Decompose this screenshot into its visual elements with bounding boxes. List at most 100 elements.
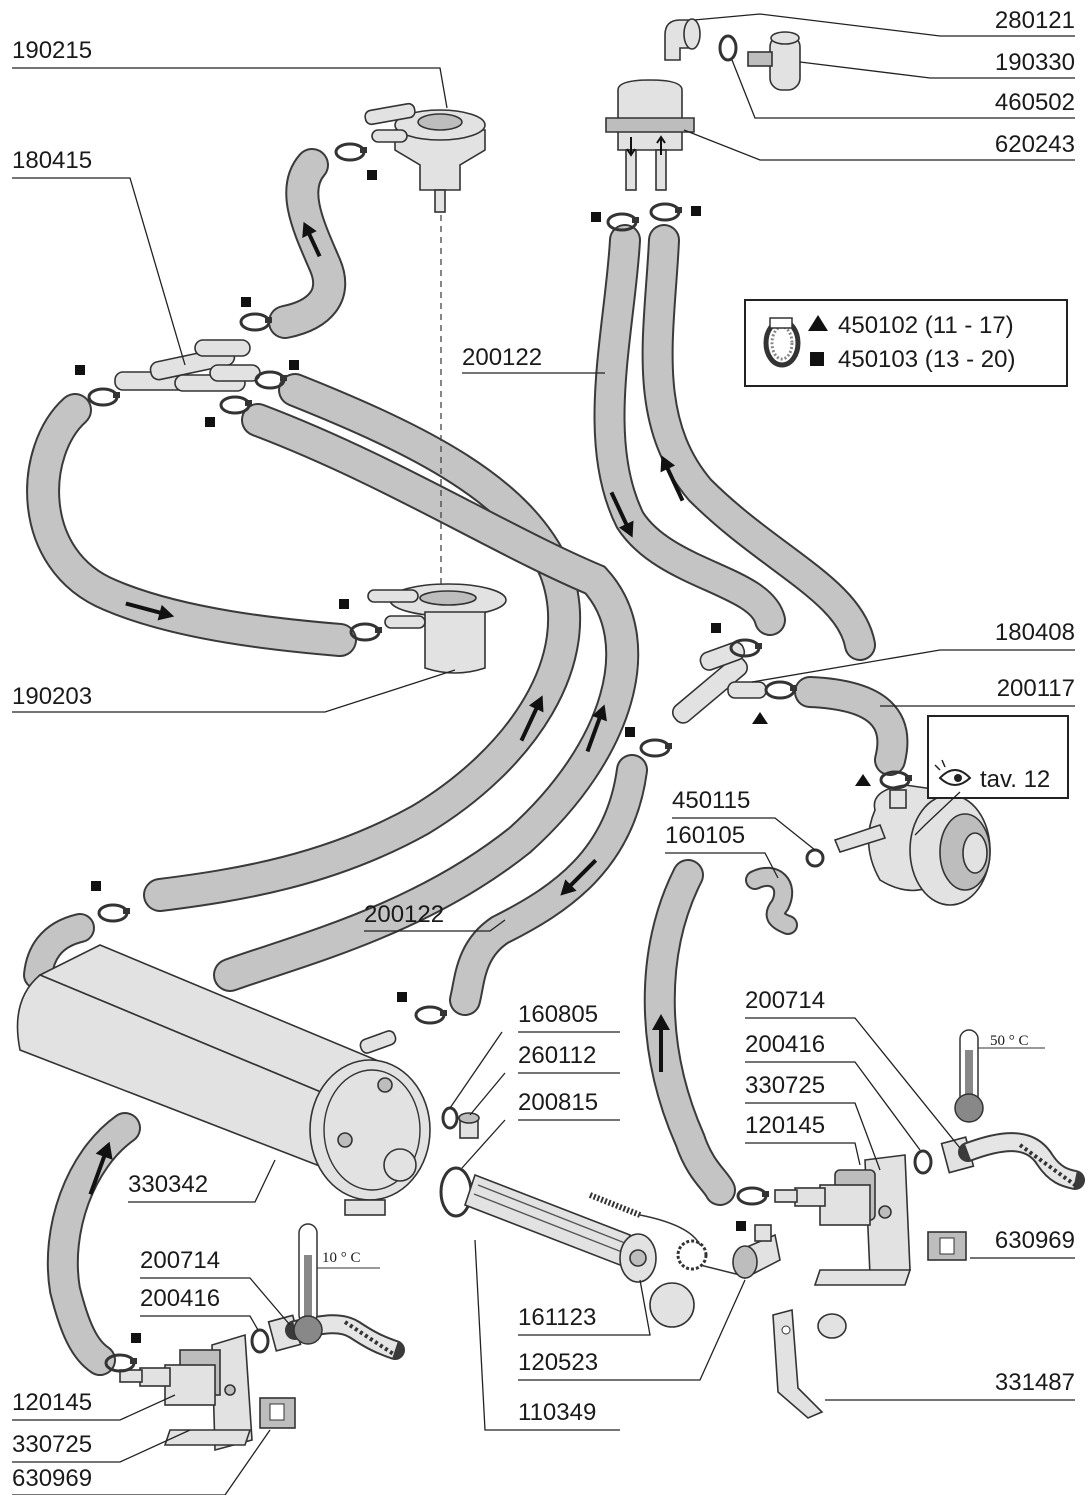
clamp [87,387,122,407]
square-marker-icon [810,352,824,366]
seal-160805 [441,1106,459,1130]
fitting-190330 [747,31,801,91]
reference-text: tav. 12 [980,766,1050,793]
washer-200416-right [913,1149,933,1175]
thermostat-120523 [732,1224,781,1280]
elbow-280121 [664,18,701,61]
thermometer-left-temp: 10 ° C [322,1250,361,1266]
cover-161123 [649,1282,695,1328]
label-460502: 460502 [995,89,1075,116]
square-marker-icon [625,727,635,737]
square-marker-icon [591,212,601,222]
valve-assembly-right [774,1154,912,1286]
clamp [334,142,369,162]
gasket-200815 [439,1166,473,1218]
label-200117: 200117 [997,675,1075,702]
thermometer-left-icon [293,1223,380,1345]
legend-triangle-text: 450102 (11 - 17) [838,312,1014,339]
thermometer-right-temp: 50 ° C [990,1033,1029,1049]
flow-arrow-up-5 [88,1141,113,1195]
hose-right-valve [643,859,736,1206]
hose-long-2 [213,403,640,992]
clamp-legend: 450102 (11 - 17) 450103 (13 - 20) [744,299,1068,387]
hose-190215-upper [268,148,347,339]
flow-arrow-right [125,601,175,621]
flow-arrow-up-1 [519,695,544,742]
valve-assembly-left [119,1333,253,1452]
connector-630969-right [927,1231,967,1261]
label-120523: 120523 [518,1349,598,1376]
flow-arrow-down [609,491,634,538]
label-180408: 180408 [995,619,1075,646]
connector-630969-left [259,1397,296,1429]
hose-200122-lower [449,754,648,1016]
label-330725-left: 330725 [12,1431,92,1458]
label-200122-bottom: 200122 [364,901,444,928]
legend-square-text: 450103 (13 - 20) [838,346,1015,373]
label-180415: 180415 [12,147,92,174]
square-marker-icon [131,1333,141,1343]
clamp [649,202,684,222]
square-marker-icon [75,365,85,375]
manifold-180415 [114,339,261,392]
triangle-marker-icon [808,315,828,331]
square-marker-icon [339,599,349,609]
clamp [97,903,132,923]
label-630969-left: 630969 [12,1465,92,1492]
label-280121: 280121 [995,7,1075,34]
flow-arrow-up-3 [660,455,685,502]
plug-260112 [458,1112,480,1139]
square-marker-icon [691,206,701,216]
clamp [764,680,799,700]
thermometer-right-icon [954,1029,1045,1123]
hose-bottom-left [46,1112,141,1376]
tee-180408 [671,641,767,724]
label-120145-left: 120145 [12,1389,92,1416]
clamp [219,395,254,415]
clamp [639,738,674,758]
label-200815: 200815 [518,1089,598,1116]
label-160105: 160105 [665,822,745,849]
label-330342: 330342 [128,1171,208,1198]
filter-620243 [605,79,695,191]
washer-200416-left [250,1328,270,1354]
label-110349: 110349 [518,1399,596,1426]
clamp-450115 [805,848,825,868]
eye-icon [934,759,972,786]
square-marker-icon [91,881,101,891]
flow-arrows [88,221,685,1195]
pump-620120 [833,784,991,906]
regulator-190203 [367,583,507,674]
label-200416-left: 200416 [140,1285,220,1312]
o-ring-460502 [718,34,738,62]
hose-boiler-elbow [23,913,95,990]
boiler-330342 [16,944,431,1216]
hose-group [23,148,909,1376]
label-190330: 190330 [995,49,1075,76]
label-450115: 450115 [672,787,750,814]
square-marker-icon [367,170,377,180]
square-marker-icon [397,992,407,1002]
clamp [414,1005,449,1025]
label-331487: 331487 [995,1369,1075,1396]
label-200714-left: 200714 [140,1247,220,1274]
label-120145-right: 120145 [745,1112,825,1139]
label-330725-right: 330725 [745,1072,825,1099]
flow-arrow-down-left [560,858,598,896]
flow-arrow-up-2 [585,704,607,753]
square-marker-icon [736,1221,746,1231]
heating-element-110349 [463,1173,657,1283]
label-620243: 620243 [995,131,1075,158]
probe-spring [588,1192,741,1276]
label-260112: 260112 [518,1042,596,1069]
clamp [736,1186,771,1206]
clamp [349,622,384,642]
regulator-190215 [364,102,486,213]
hose-160105 [745,866,798,935]
clamp [239,312,274,332]
label-200122-top: 200122 [462,344,542,371]
flow-arrow-up-left [302,221,322,258]
label-200714-right: 200714 [745,987,825,1014]
hose-long-1 [143,373,582,912]
